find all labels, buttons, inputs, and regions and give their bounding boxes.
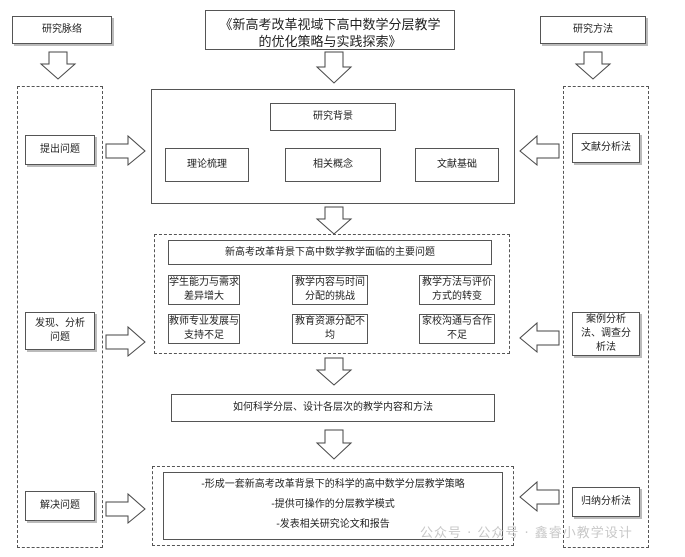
problem-item-2: 教学内容与时间分配的挑战	[292, 275, 368, 305]
left-arrow-2	[519, 321, 560, 354]
down-arrow-1	[315, 206, 353, 235]
right-item-1: 文献分析法	[572, 133, 640, 163]
left-item-1: 提出问题	[25, 135, 95, 165]
left-header: 研究脉络	[12, 16, 112, 44]
background-item-3: 文献基础	[415, 148, 499, 182]
problem-item-3: 教学方法与评价方式的转变	[419, 275, 495, 305]
down-arrow-2	[315, 357, 353, 386]
problem-item-1: 学生能力与需求差异增大	[168, 275, 240, 305]
down-arrow-right-header	[574, 51, 612, 80]
right-arrow-3	[105, 492, 146, 525]
problem-item-4: 教师专业发展与支持不足	[168, 314, 240, 344]
goals-list: -形成一套新高考改革背景下的科学的高中数学分层教学策略 -提供可操作的分层教学模…	[163, 475, 503, 535]
left-column	[17, 86, 103, 548]
down-arrow-title	[315, 51, 353, 84]
left-item-3: 解决问题	[25, 491, 95, 521]
down-arrow-3	[315, 429, 353, 460]
watermark: 公众号 · 公众号 · 鑫睿小教学设计	[420, 526, 633, 541]
problem-item-6: 家校沟通与合作不足	[419, 314, 495, 344]
main-title: 《新高考改革视域下高中数学分层教学的优化策略与实践探索》	[205, 10, 455, 50]
background-item-2: 相关概念	[285, 148, 381, 182]
problems-block	[154, 234, 510, 354]
left-item-2: 发现、分析问题	[25, 312, 95, 350]
right-header: 研究方法	[540, 16, 646, 44]
right-column	[563, 86, 649, 548]
goal-item-2: -提供可操作的分层教学模式	[271, 499, 395, 510]
right-item-2: 案例分析法、调查分析法	[572, 312, 640, 356]
problems-title: 新高考改革背景下高中数学教学面临的主要问题	[168, 240, 492, 265]
down-arrow-left-header	[39, 51, 77, 80]
right-arrow-2	[105, 325, 146, 358]
left-arrow-3	[519, 480, 560, 513]
background-item-1: 理论梳理	[165, 148, 249, 182]
goals-block	[152, 466, 514, 546]
left-arrow-1	[519, 134, 560, 167]
goals-box	[163, 472, 503, 540]
background-title: 研究背景	[270, 103, 396, 131]
right-item-3: 归纳分析法	[572, 487, 640, 517]
right-arrow-1	[105, 134, 146, 167]
goal-item-3: -发表相关研究论文和报告	[276, 519, 390, 530]
core-question: 如何科学分层、设计各层次的教学内容和方法	[171, 394, 495, 422]
problem-item-5: 教育资源分配不均	[292, 314, 368, 344]
goal-item-1: -形成一套新高考改革背景下的科学的高中数学分层教学策略	[201, 479, 465, 490]
